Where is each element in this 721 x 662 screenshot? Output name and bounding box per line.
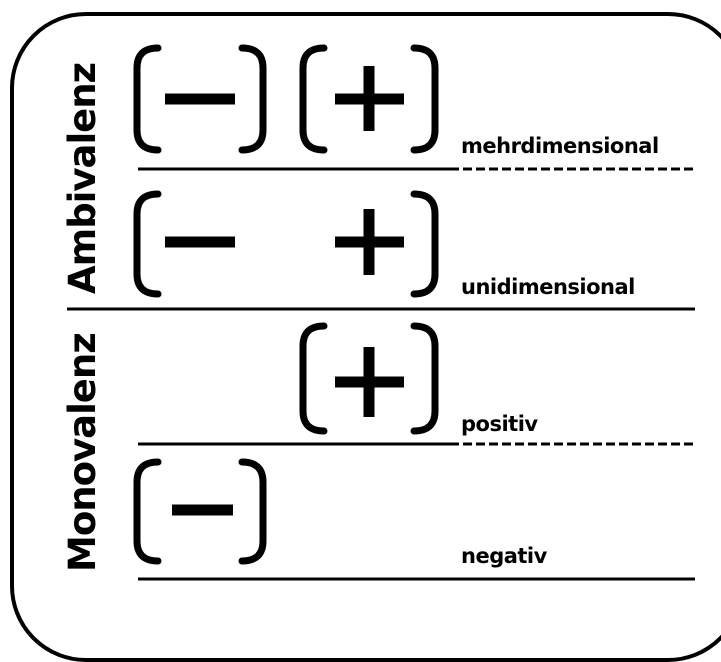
bracket-right [410,44,439,154]
bracket-right [238,44,267,154]
bracket-left [133,190,162,298]
category-label-ambivalenz: Ambivalenz [61,62,104,294]
bracket-right [410,190,439,298]
row-label-negativ: negativ [461,544,547,568]
bracket-left [299,44,328,154]
bracket-left [133,458,162,565]
bracket-left [299,322,328,435]
bracket-right [238,458,267,565]
row-label-mehrdimensional: mehrdimensional [461,134,659,158]
bracket-left [133,44,162,154]
row-label-positiv: positiv [461,412,538,436]
bracket-right [410,322,439,435]
row-label-unidimensional: unidimensional [461,275,635,299]
category-label-monovalenz: Monovalenz [61,333,104,572]
